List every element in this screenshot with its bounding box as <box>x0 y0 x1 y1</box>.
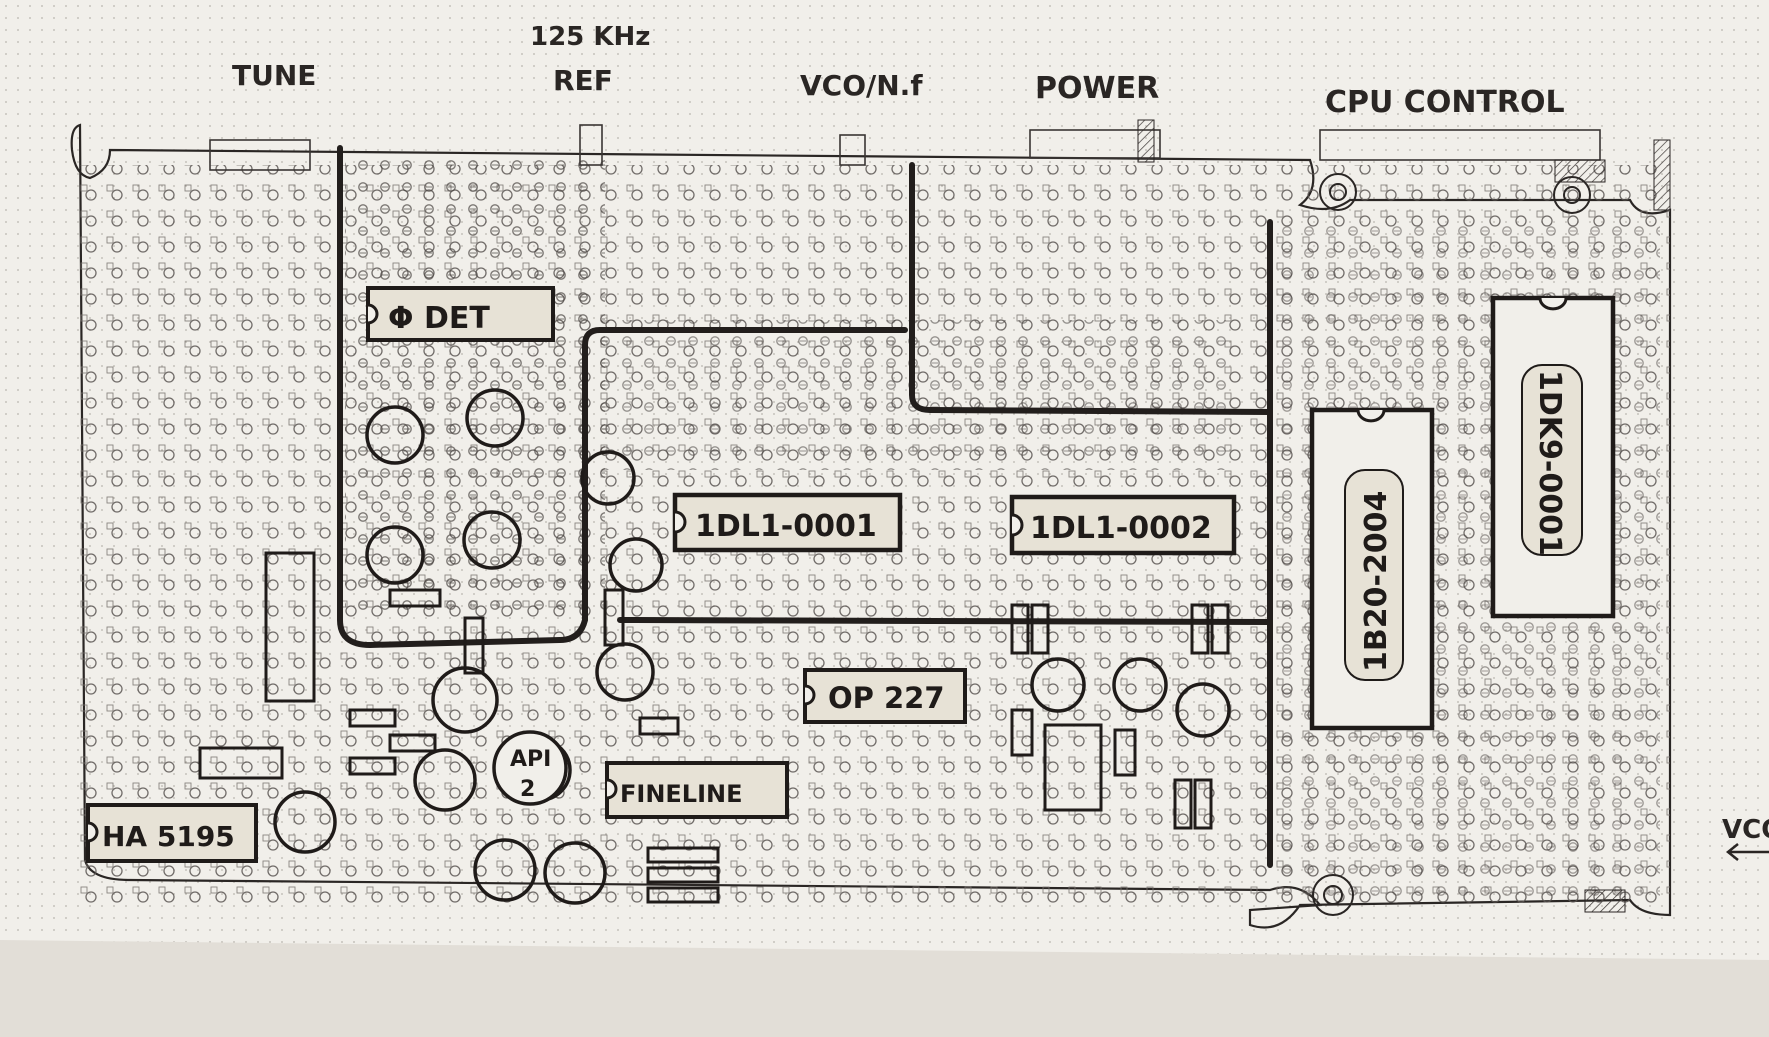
label-ref: REF <box>553 64 613 97</box>
chip-1dk9-0001: 1DK9-0001 <box>1490 295 1616 619</box>
chip-fineline: FINELINE <box>605 761 789 819</box>
ground-traces <box>337 145 1273 868</box>
chip-ha5195: HA 5195 <box>86 803 258 863</box>
mounting-holes <box>1312 173 1591 916</box>
label-ref-freq: 125 KHz <box>530 22 650 52</box>
chip-1dl1-0001: 1DL1-0001 <box>672 492 903 553</box>
top-labels: TUNE 125 KHz REF VCO/N.f POWER CPU CONTR… <box>232 22 1769 861</box>
top-connectors <box>209 124 1601 171</box>
power-connector-hatch <box>1137 119 1671 913</box>
svg-text:FINELINE: FINELINE <box>620 780 743 808</box>
svg-text:2: 2 <box>520 777 535 802</box>
chip-phase-det: Φ DET <box>366 286 555 342</box>
label-vco-side: VCO <box>1722 815 1769 845</box>
svg-text:Φ DET: Φ DET <box>388 301 490 336</box>
svg-text:API: API <box>510 747 551 772</box>
label-cpu-control: CPU CONTROL <box>1325 85 1565 120</box>
component-api: API 2 <box>492 730 568 806</box>
small-parts <box>198 551 1230 904</box>
label-tune: TUNE <box>232 59 316 92</box>
vco-arrow <box>1725 843 1769 861</box>
chip-1dl1-0002: 1DL1-0002 <box>1009 494 1237 556</box>
svg-text:1B20-2004: 1B20-2004 <box>1359 491 1394 672</box>
label-power: POWER <box>1035 71 1159 106</box>
svg-text:1DL1-0002: 1DL1-0002 <box>1030 511 1212 546</box>
svg-text:OP 227: OP 227 <box>828 681 945 715</box>
svg-text:1DK9-0001: 1DK9-0001 <box>1532 370 1567 556</box>
chip-1b20-2004: 1B20-2004 <box>1309 407 1435 731</box>
label-vco-nf: VCO/N.f <box>800 69 923 102</box>
chip-op227: OP 227 <box>803 668 967 724</box>
svg-text:HA 5195: HA 5195 <box>102 820 235 853</box>
svg-text:1DL1-0001: 1DL1-0001 <box>695 509 877 544</box>
